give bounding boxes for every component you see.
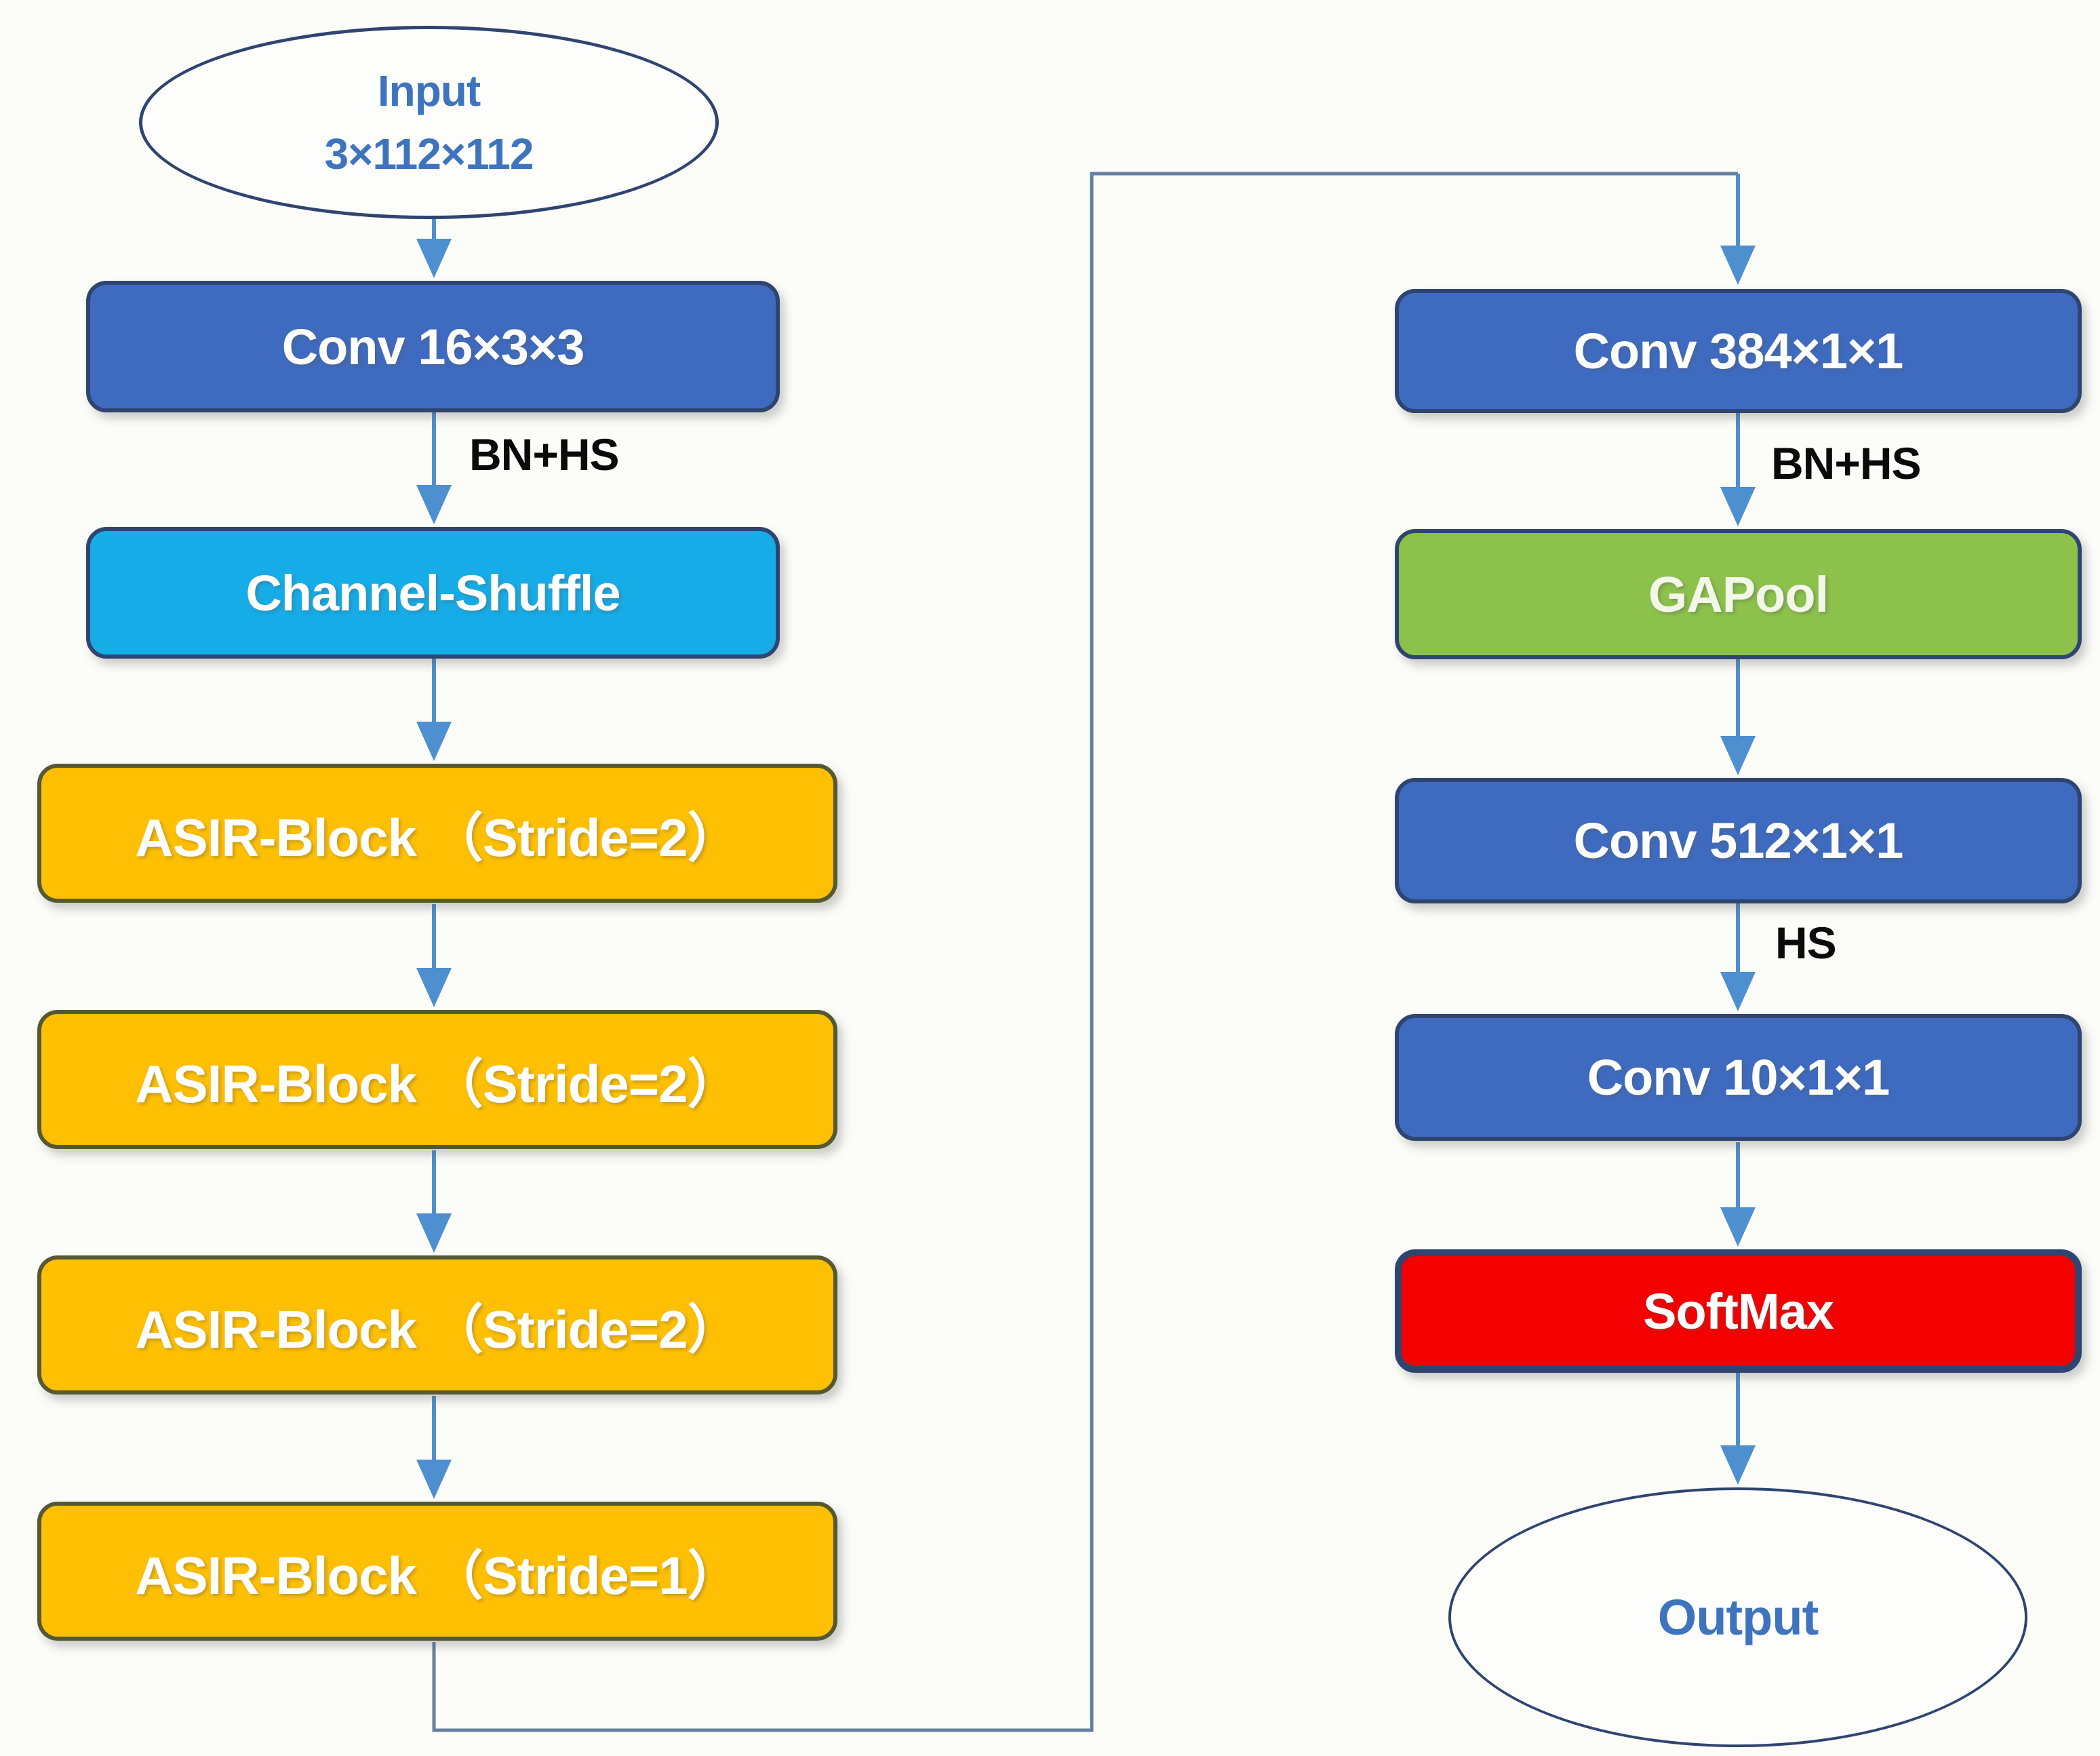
arrow-asir3-asir4 (416, 1396, 452, 1499)
node-asir-block-1: ASIR-Block （Stride=2） (37, 764, 837, 903)
arrowhead-icon (416, 239, 452, 278)
output-label: Output (1657, 1588, 1819, 1645)
node-softmax: SoftMax (1395, 1249, 2082, 1373)
node-conv384: Conv 384×1×1 (1395, 289, 2082, 413)
asir-block-4-label: ASIR-Block （Stride=1） (135, 1545, 740, 1605)
node-conv512: Conv 512×1×1 (1395, 778, 2082, 903)
arrow-asir2-asir3 (416, 1150, 452, 1253)
arrowhead-icon (1720, 736, 1756, 775)
arrow-softmax-output (1720, 1373, 1756, 1485)
conv384-label: Conv 384×1×1 (1573, 323, 1904, 379)
asir-block-1-label: ASIR-Block （Stride=2） (135, 807, 740, 867)
node-output-terminal: Output (1448, 1487, 2027, 1747)
arrowhead-icon (416, 485, 452, 524)
arrowhead-icon (1720, 1207, 1756, 1247)
arrow-asir1-asir2 (416, 904, 452, 1007)
edge-label-bn-hs-left: BN+HS (469, 429, 620, 480)
arrowhead-icon (1720, 972, 1756, 1011)
asir-block-3-label: ASIR-Block （Stride=2） (135, 1299, 740, 1359)
gapool-label: GAPool (1648, 566, 1829, 623)
node-asir-block-2: ASIR-Block （Stride=2） (37, 1010, 837, 1149)
node-conv16: Conv 16×3×3 (86, 281, 780, 412)
softmax-label: SoftMax (1643, 1283, 1834, 1340)
arrow-conv10-softmax (1720, 1142, 1756, 1247)
conv16-label: Conv 16×3×3 (281, 318, 585, 375)
arrow-conv16-channel (416, 412, 452, 524)
arrowhead-icon (1720, 246, 1756, 285)
node-asir-block-3: ASIR-Block （Stride=2） (37, 1255, 837, 1394)
conv10-label: Conv 10×1×1 (1587, 1049, 1890, 1106)
node-input-terminal: Input 3×112×112 (139, 26, 719, 219)
node-gapool: GAPool (1395, 529, 2082, 659)
arrow-gapool-conv512 (1720, 659, 1756, 775)
channel-shuffle-label: Channel-Shuffle (245, 564, 620, 621)
arrow-input-conv16 (416, 216, 452, 278)
asir-block-2-label: ASIR-Block （Stride=2） (135, 1053, 740, 1114)
arrowhead-icon (1720, 487, 1756, 526)
arrowhead-icon (416, 722, 452, 761)
arrow-conv384-gapool (1720, 413, 1756, 526)
conv512-label: Conv 512×1×1 (1573, 813, 1904, 869)
arrowhead-icon (416, 1460, 452, 1499)
input-label-line1: Input (377, 66, 481, 115)
arrow-channel-asir1 (416, 659, 452, 761)
arrowhead-icon (1720, 1445, 1756, 1485)
arrowhead-icon (416, 1213, 452, 1253)
loop-connector (432, 172, 1738, 1732)
arrow-conv512-conv10 (1720, 903, 1756, 1011)
node-channel-shuffle: Channel-Shuffle (86, 527, 780, 659)
node-conv10: Conv 10×1×1 (1395, 1014, 2082, 1141)
input-label-line2: 3×112×112 (324, 129, 534, 178)
arrowhead-icon (416, 968, 452, 1007)
node-asir-block-4: ASIR-Block （Stride=1） (37, 1502, 837, 1641)
edge-label-bn-hs-right: BN+HS (1771, 438, 1922, 488)
edge-label-hs: HS (1775, 918, 1837, 968)
arrow-loop-conv384 (1720, 174, 1756, 285)
